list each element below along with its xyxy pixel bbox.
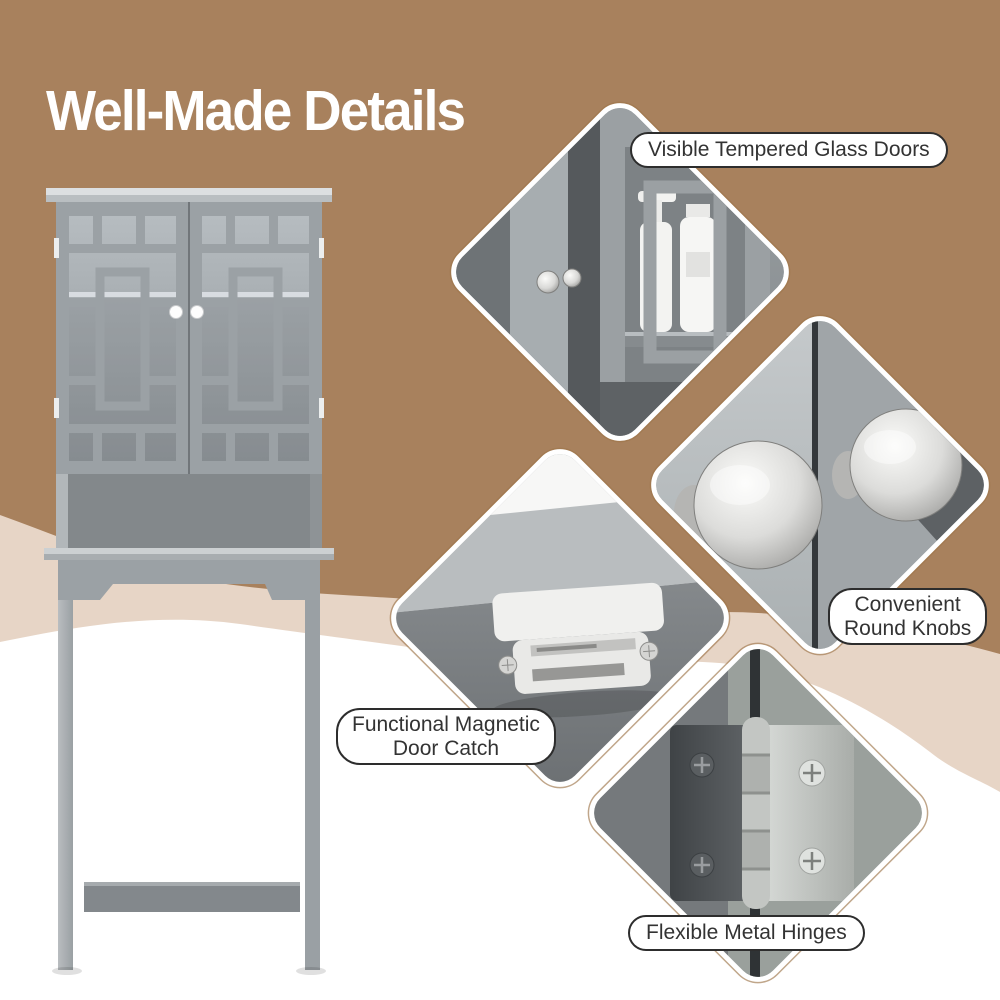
callout-round-knobs-line2: Round Knobs — [844, 616, 972, 640]
cabinet-apron — [58, 560, 320, 600]
cabinet-knob-left — [169, 305, 183, 319]
fretwork-left-door — [69, 216, 176, 461]
cabinet-product-image — [44, 188, 334, 975]
cabinet-knob-right — [190, 305, 204, 319]
round-knob-right — [832, 408, 963, 522]
cabinet-doors — [54, 202, 324, 474]
hinge-screws — [689, 752, 826, 878]
callout-magnetic-catch: Functional Magnetic Door Catch — [336, 708, 556, 766]
callout-glass-doors: Visible Tempered Glass Doors — [630, 132, 948, 168]
page-title: Well-Made Details — [46, 79, 466, 143]
callout-magnetic-catch-line1: Functional Magnetic — [352, 713, 540, 736]
callout-magnetic-catch-line2: Door Catch — [392, 736, 500, 760]
cabinet-legs — [52, 600, 326, 975]
callout-round-knobs-line1: Convenient — [854, 593, 961, 616]
callout-glass-doors-label: Visible Tempered Glass Doors — [648, 138, 930, 161]
magnetic-catch-unit — [492, 582, 677, 718]
cabinet-crossbar — [84, 882, 300, 912]
cabinet-open-shelf — [44, 474, 334, 560]
knob-small-left — [536, 270, 560, 294]
callout-metal-hinges: Flexible Metal Hinges — [628, 915, 865, 951]
knob-small-right — [562, 268, 582, 288]
metal-hinge — [670, 717, 854, 909]
callout-round-knobs: Convenient Round Knobs — [828, 588, 988, 646]
catch-screws — [498, 641, 659, 675]
fretwork-right-door — [202, 216, 309, 461]
round-knob-left — [674, 440, 823, 570]
callout-metal-hinges-label: Flexible Metal Hinges — [646, 921, 847, 944]
